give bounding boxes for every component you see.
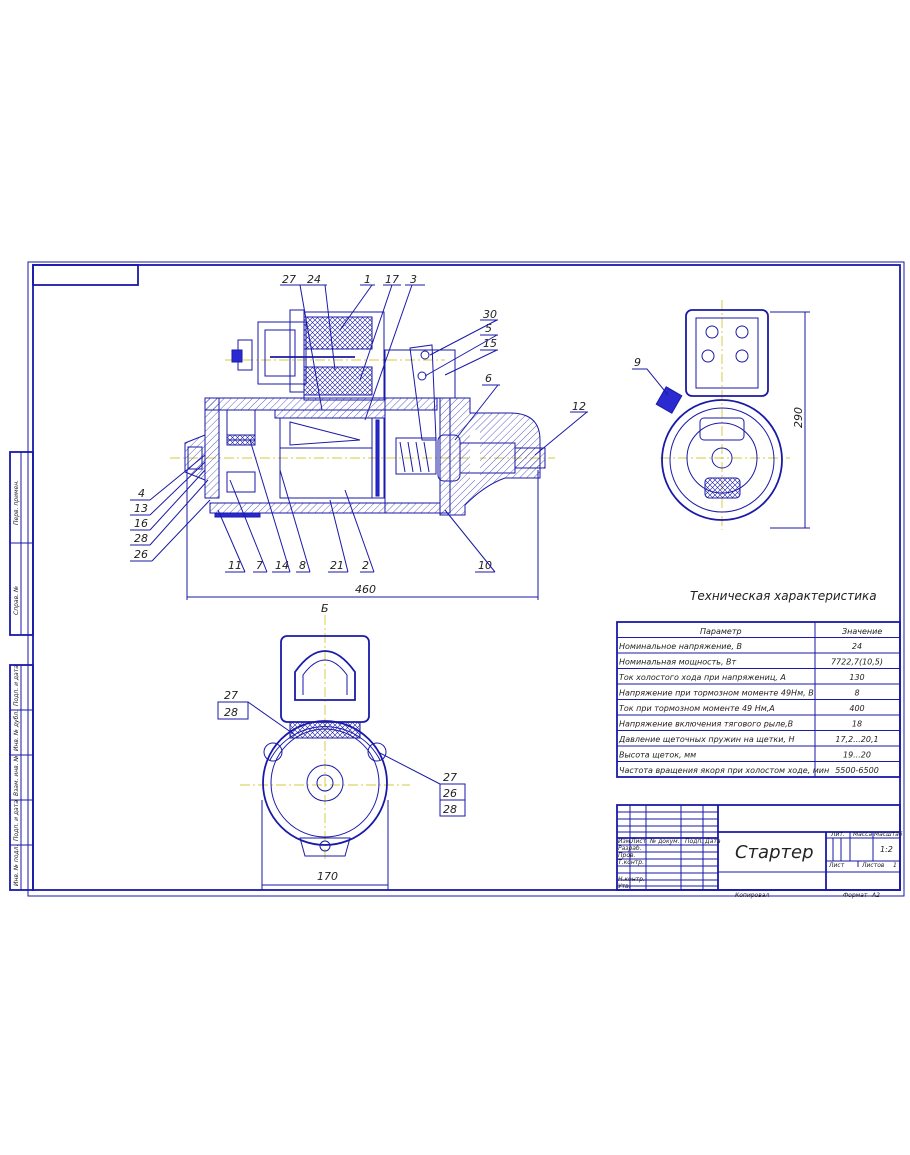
strip-label: Инв. № подл. (13, 845, 20, 886)
callout: 30 (483, 308, 497, 321)
callout: 10 (478, 559, 492, 572)
strip-label: Подп. и дата (13, 665, 20, 706)
tb-role: Пров. (618, 852, 636, 859)
callout: 21 (330, 559, 344, 572)
spec-param: Ток при тормозном моменте 49 Нм,А (619, 704, 775, 713)
spec-value: 24 (852, 642, 862, 651)
callout: 13 (134, 502, 148, 515)
tb-header: Лист (630, 838, 647, 845)
view-label: Б (321, 602, 329, 615)
lit-label: Лит. (830, 831, 845, 838)
tb-header: Подп. (685, 838, 703, 845)
callout: 6 (485, 372, 492, 385)
copied-label: Копировал (735, 892, 769, 899)
callout: 4 (138, 487, 145, 500)
tb-role: Утв. (618, 883, 631, 890)
strip-label: Взам. инв. № (13, 755, 20, 796)
strip-label: Справ. № (13, 586, 20, 615)
scale-value: 1:2 (880, 845, 893, 854)
main-section-view: 460 (170, 309, 555, 600)
spec-table-title: Техническая характеристика (690, 589, 877, 603)
sheets-label: Листов (861, 862, 885, 869)
callout: 27 (443, 771, 457, 784)
callout: 9 (634, 356, 641, 369)
dimension-height: 290 (792, 407, 805, 428)
spec-param: Номинальное напряжение, В (619, 642, 742, 651)
callout: 24 (307, 273, 321, 286)
callout: 3 (410, 273, 417, 286)
spec-param: Давление щеточных пружин на щетки, Н (618, 735, 795, 744)
dimension-width: 170 (317, 870, 338, 883)
tb-role: Н.контр. (618, 876, 645, 883)
tb-header: № докум. (649, 838, 680, 845)
strip-label: Подп. и дата (13, 800, 20, 841)
tb-role: Разраб. (618, 845, 642, 852)
callout: 1 (364, 273, 371, 286)
side-strip: Перв. примен. Справ. № Подп. и дата Инв.… (9, 451, 34, 891)
callout: 5 (485, 322, 492, 335)
tb-role: Т.контр. (618, 859, 644, 866)
callout: 28 (443, 803, 457, 816)
callout: 27 (224, 689, 238, 702)
callout: 8 (299, 559, 306, 572)
tb-header: Изм. (618, 838, 632, 845)
title-block: Стартер Лит. Масса Масштаб 1:2 Лист Лист… (616, 804, 903, 899)
callout: 14 (275, 559, 289, 572)
spec-header-value: Значение (842, 627, 882, 636)
spec-table: Техническая характеристика Номинальное н… (616, 589, 901, 778)
drawing-title: Стартер (735, 842, 814, 863)
spec-param: Номинальная мощность, Вт (619, 658, 737, 667)
callouts-main: 27 24 1 17 3 30 5 15 6 12 4 13 16 28 26 … (130, 273, 588, 573)
callout: 26 (134, 548, 148, 561)
spec-value: 18 (852, 720, 862, 729)
callout: 7 (256, 559, 263, 572)
callout: 27 (282, 273, 296, 286)
sheet-frame (27, 261, 905, 897)
callout: 28 (134, 532, 148, 545)
spec-value: 7722,7(10,5) (831, 658, 883, 667)
spec-value: 5500-6500 (835, 766, 879, 775)
sheet-label: Лист (828, 862, 845, 869)
dimension-length: 460 (355, 583, 376, 596)
spec-value: 19...20 (843, 751, 871, 760)
spec-value: 8 (854, 689, 859, 698)
tb-header: Дата (704, 838, 721, 845)
spec-value: 130 (849, 673, 864, 682)
side-view: 290 9 (632, 300, 810, 530)
callout: 28 (224, 706, 238, 719)
spec-value: 17,2...20,1 (835, 735, 878, 744)
spec-param: Напряжение включения тягового рыле,В (619, 720, 793, 729)
callout: 16 (134, 517, 148, 530)
spec-param: Высота щеток, мм (619, 751, 696, 760)
spec-header-param: Параметр (700, 627, 742, 636)
scale-label: Масштаб (874, 831, 903, 838)
spec-value: 400 (849, 704, 864, 713)
callout: 12 (572, 400, 586, 413)
spec-param: Напряжение при тормозном моменте 49Нм, В (619, 689, 814, 698)
callout: 26 (443, 787, 457, 800)
format-value: A2 (871, 892, 880, 899)
sheets-value: 1 (893, 862, 897, 869)
bottom-view: Б 170 27 28 27 26 28 (217, 602, 466, 890)
callout: 17 (385, 273, 399, 286)
strip-label: Перв. примен. (13, 480, 20, 525)
strip-label: Инв. № дубл. (13, 710, 20, 751)
callout: 15 (483, 337, 497, 350)
spec-param: Частота вращения якоря при холостом ходе… (619, 766, 829, 775)
callout: 11 (228, 559, 242, 572)
mass-label: Масса (853, 831, 872, 838)
callout: 2 (362, 559, 369, 572)
format-label: Формат (843, 892, 868, 899)
spec-param: Ток холостого хода при напряжениц, А (619, 673, 786, 682)
